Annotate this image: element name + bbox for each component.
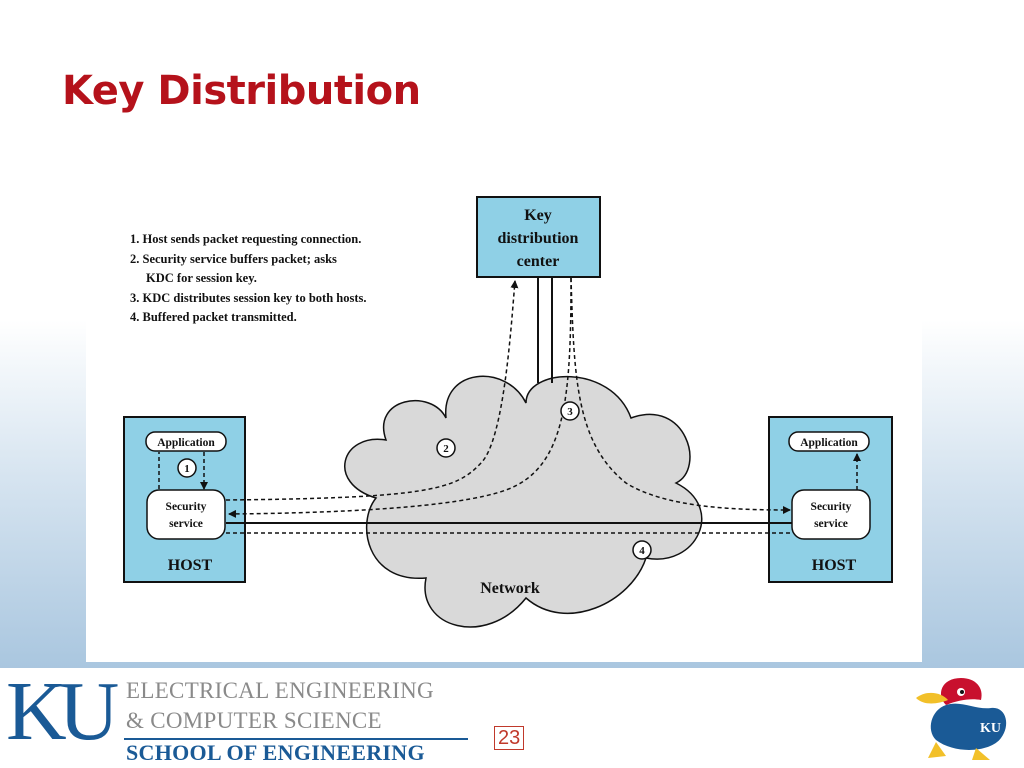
right-host-label: HOST (812, 557, 857, 574)
school-divider (124, 738, 468, 740)
school-name: SCHOOL OF ENGINEERING (126, 740, 425, 765)
page-number: 23 (494, 726, 525, 750)
ku-logo: KU (6, 665, 119, 758)
right-security-box (791, 489, 871, 540)
left-security-label-line1: Security (166, 501, 207, 513)
steps-legend: 1. Host sends packet requesting connecti… (130, 230, 367, 328)
step-1-text: 1. Host sends packet requesting connecti… (130, 232, 362, 246)
right-security-label-line1: Security (811, 501, 852, 513)
right-application-label: Application (800, 437, 858, 449)
diagram-canvas: Key distribution center Application Secu… (123, 196, 893, 628)
step-2-text: 2. Security service buffers packet; asks (130, 251, 337, 266)
marker-2: 2 (436, 438, 456, 458)
step-4-text: 4. Buffered packet transmitted. (130, 310, 297, 324)
left-application-box (145, 431, 227, 452)
marker-4-label: 4 (639, 545, 645, 557)
marker-3: 3 (560, 401, 580, 421)
marker-1-label: 1 (184, 463, 190, 475)
step-3-text: 3. KDC distributes session key to both h… (130, 290, 367, 305)
network-cloud (344, 375, 703, 628)
svg-text:KU: KU (980, 721, 1001, 736)
step-2-continued-text: KDC for session key. (146, 271, 257, 285)
network-label: Network (480, 580, 540, 597)
step3-key-to-right (570, 277, 791, 514)
kdc-box (476, 196, 601, 278)
left-application-label: Application (157, 437, 215, 449)
left-security-box (146, 489, 226, 540)
marker-3-label: 3 (567, 406, 573, 418)
kdc-label-line3: center (517, 253, 560, 270)
key-distribution-diagram: Key distribution center Application Secu… (86, 178, 922, 662)
step2-request-arrow (225, 280, 519, 501)
marker-1: 1 (177, 458, 197, 478)
marker-4: 4 (632, 540, 652, 560)
department-line-2: & COMPUTER SCIENCE (126, 708, 382, 733)
left-security-label-line2: service (169, 518, 203, 530)
step3-key-to-left (228, 277, 572, 518)
kdc-label-line2: distribution (498, 230, 579, 247)
department-line-1: ELECTRICAL ENGINEERING (126, 678, 434, 703)
right-application-box (788, 431, 870, 452)
left-host-label: HOST (168, 557, 213, 574)
marker-2-label: 2 (443, 443, 449, 455)
right-security-label-line2: service (814, 518, 848, 530)
jayhawk-mascot-icon: KU (916, 678, 1007, 760)
slide-footer: KU ELECTRICAL ENGINEERING & COMPUTER SCI… (0, 668, 1024, 768)
kdc-label-line1: Key (524, 207, 552, 224)
slide-title: Key Distribution (62, 68, 421, 114)
